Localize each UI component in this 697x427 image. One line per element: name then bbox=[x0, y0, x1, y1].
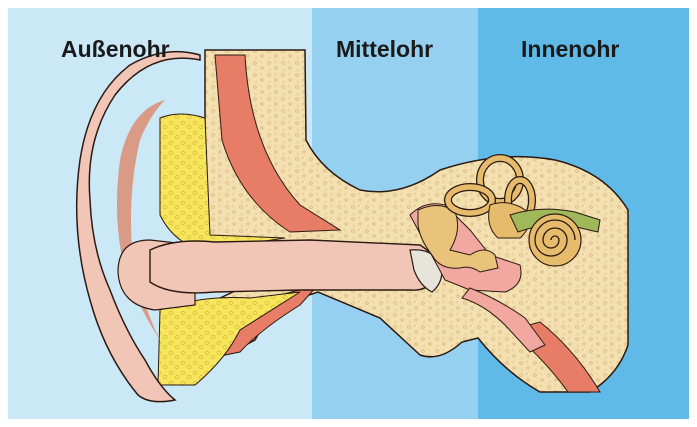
ear-canal bbox=[150, 240, 440, 293]
cochlea bbox=[529, 214, 581, 266]
outer-ear-label: Außenohr bbox=[61, 36, 170, 63]
middle-ear-label: Mittelohr bbox=[336, 36, 433, 63]
inner-ear-label: Innenohr bbox=[521, 36, 619, 63]
